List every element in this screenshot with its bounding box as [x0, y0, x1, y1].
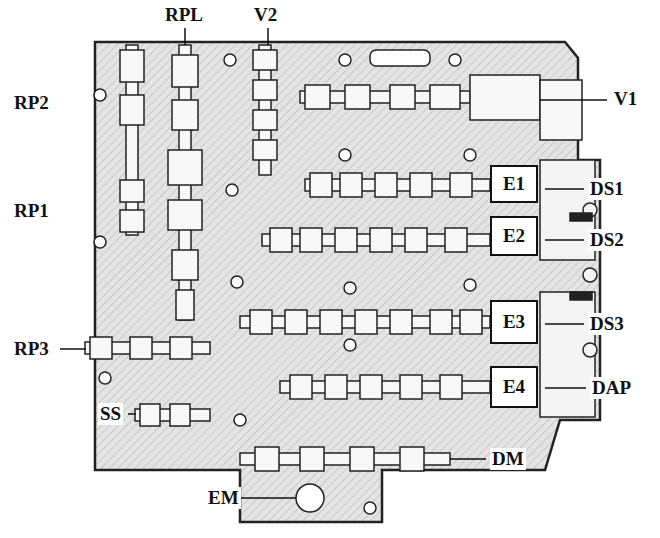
- solenoid-code: E4: [503, 376, 525, 398]
- part-label: SS: [98, 403, 123, 425]
- part-label: V1: [612, 88, 639, 110]
- solenoid-label: DS2: [588, 229, 626, 251]
- solenoid-code: E3: [503, 311, 525, 333]
- solenoid-code: E2: [503, 225, 525, 247]
- solenoid-label: DAP: [590, 377, 633, 399]
- part-label: RPL: [163, 4, 205, 26]
- solenoid-box: E1: [490, 165, 538, 203]
- solenoid-box: E4: [490, 366, 538, 408]
- solenoid-label: DS1: [588, 178, 626, 200]
- part-label: DM: [490, 448, 526, 470]
- solenoid-box: E2: [490, 216, 538, 256]
- part-label: EM: [206, 487, 241, 509]
- solenoid-code: E1: [503, 173, 525, 195]
- solenoid-label: DS3: [588, 313, 626, 335]
- part-label: V2: [252, 4, 279, 26]
- part-label: RP3: [12, 338, 51, 360]
- solenoid-box: E3: [490, 300, 538, 344]
- part-label: RP2: [12, 92, 51, 114]
- part-label: RP1: [12, 200, 51, 222]
